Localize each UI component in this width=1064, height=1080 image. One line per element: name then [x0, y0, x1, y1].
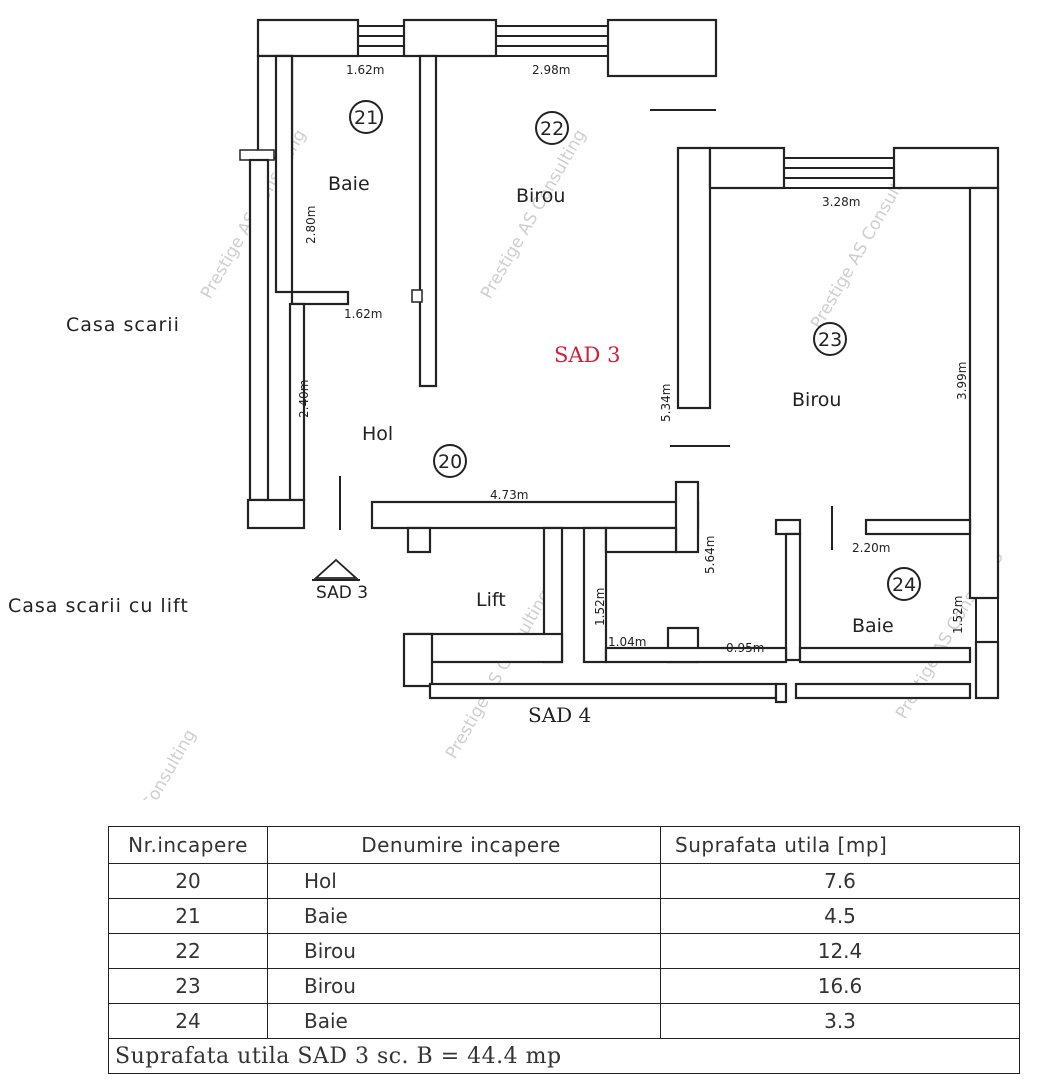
dimension-label: 3.99m	[955, 362, 969, 400]
room-number: 23	[818, 329, 842, 351]
watermark: Prestige AS Consulting	[87, 726, 200, 800]
dimension-label: 4.73m	[490, 488, 528, 502]
room-area-cell: 3.3	[660, 1003, 1020, 1039]
room-name-cell: Baie	[267, 898, 661, 934]
room-name-cell: Birou	[267, 968, 661, 1004]
room-area-cell: 4.5	[660, 898, 1020, 934]
watermark: Prestige AS Consulting	[442, 586, 555, 762]
dimension-label: 2.80m	[304, 206, 318, 244]
room-area-cell: 16.6	[660, 968, 1020, 1004]
room-number: 24	[892, 574, 916, 596]
room-name: Baie	[328, 173, 370, 195]
dimension-label: 1.62m	[346, 63, 384, 77]
table-row: 22 Birou 12.4	[108, 933, 1020, 969]
column-header: Suprafata utila [mp]	[660, 826, 1020, 864]
room-name-cell: Baie	[267, 1003, 661, 1039]
area-table: Nr.incapere Denumire incapere Suprafata …	[108, 826, 1020, 1074]
room-number: 22	[540, 118, 564, 140]
dimension-label: 1.62m	[344, 307, 382, 321]
lift-label: Lift	[476, 589, 506, 611]
dimension-label: 5.64m	[703, 536, 717, 574]
dimension-label: 1.04m	[608, 635, 646, 649]
walls	[239, 18, 1000, 704]
hall-label: Hol	[362, 423, 393, 445]
dimension-label: 1.52m	[951, 596, 965, 634]
dimension-label: 2.20m	[852, 541, 890, 555]
entrance-marker: SAD 3	[312, 558, 368, 603]
column-header: Nr.incapere	[108, 826, 268, 864]
room-number-cell: 21	[108, 898, 268, 934]
dimension-labels: 1.62m 2.98m 3.28m 2.80m 1.62m 2.40m 5.34…	[297, 63, 969, 655]
room-area-cell: 12.4	[660, 933, 1020, 969]
room-number-cell: 24	[108, 1003, 268, 1039]
room-name-cell: Birou	[267, 933, 661, 969]
room-area-cell: 7.6	[660, 863, 1020, 899]
room-name-cell: Hol	[267, 863, 661, 899]
unit-label: SAD 3	[554, 343, 620, 367]
dimension-label: 3.28m	[822, 195, 860, 209]
table-row: 23 Birou 16.6	[108, 968, 1020, 1004]
room-markers: 21 22 23 20 24	[349, 100, 921, 601]
elevator-staircase-label: Casa scarii cu lift	[8, 595, 189, 617]
room-names: Baie Birou Birou Baie Hol Lift	[328, 173, 894, 637]
neighbor-unit-label: SAD 4	[528, 703, 591, 727]
table-row: 21 Baie 4.5	[108, 898, 1020, 934]
dimension-label: 0.95m	[726, 641, 764, 655]
room-name: Birou	[792, 389, 841, 411]
dimension-label: 2.98m	[532, 63, 570, 77]
entrance-label: SAD 3	[316, 583, 368, 603]
room-name: Birou	[516, 185, 565, 207]
room-number: 21	[354, 107, 378, 129]
floor-plan: Prestige AS Consulting Prestige AS Consu…	[8, 18, 1005, 800]
dimension-label: 5.34m	[659, 384, 673, 422]
watermark: Prestige AS Consulting	[477, 126, 590, 302]
room-name: Baie	[852, 615, 894, 637]
table-row: 20 Hol 7.6	[108, 863, 1020, 899]
dimension-label: 1.52m	[593, 588, 607, 626]
room-number-cell: 22	[108, 933, 268, 969]
room-number: 20	[438, 451, 462, 473]
room-number-cell: 23	[108, 968, 268, 1004]
table-total-row: Suprafata utila SAD 3 sc. B = 44.4 mp	[108, 1038, 1020, 1074]
room-number-cell: 20	[108, 863, 268, 899]
total-area-cell: Suprafata utila SAD 3 sc. B = 44.4 mp	[108, 1038, 1020, 1074]
table-row: 24 Baie 3.3	[108, 1003, 1020, 1039]
staircase-label: Casa scarii	[66, 314, 180, 336]
dimension-label: 2.40m	[297, 380, 311, 418]
table-header-row: Nr.incapere Denumire incapere Suprafata …	[108, 826, 1020, 864]
column-header: Denumire incapere	[267, 826, 661, 864]
